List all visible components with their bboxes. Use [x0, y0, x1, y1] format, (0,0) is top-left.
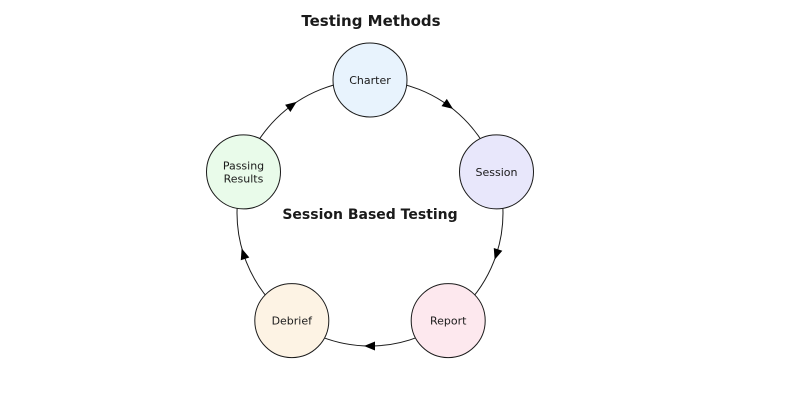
- stage-circle: [459, 134, 534, 210]
- cycle-arrow-icon: [285, 101, 297, 112]
- center-label: Session Based Testing: [282, 207, 457, 223]
- arrows-layer: [240, 98, 503, 351]
- stage-label: Charter: [349, 74, 391, 87]
- stage-circle: [206, 134, 281, 210]
- stage-label: Results: [224, 172, 264, 185]
- stage-circle: [254, 283, 330, 359]
- stage-node-debrief: Debrief: [254, 283, 330, 359]
- stage-circle: [332, 42, 408, 118]
- stage-node-charter: Charter: [332, 42, 408, 118]
- stage-node-report: Report: [410, 283, 486, 359]
- stage-label: Debrief: [272, 315, 314, 328]
- stage-label: Session: [476, 166, 518, 179]
- stage-label: Passing: [223, 159, 264, 172]
- stage-node-session: Session: [459, 134, 534, 210]
- diagram-title: Testing Methods: [301, 12, 440, 30]
- cycle-arrow-icon: [441, 98, 454, 109]
- stage-circle: [410, 283, 486, 359]
- cycle-arrow-icon: [364, 341, 375, 351]
- stage-label: Report: [430, 315, 467, 328]
- cycle-arrow-icon: [493, 247, 503, 260]
- cycle-arrow-icon: [240, 248, 250, 261]
